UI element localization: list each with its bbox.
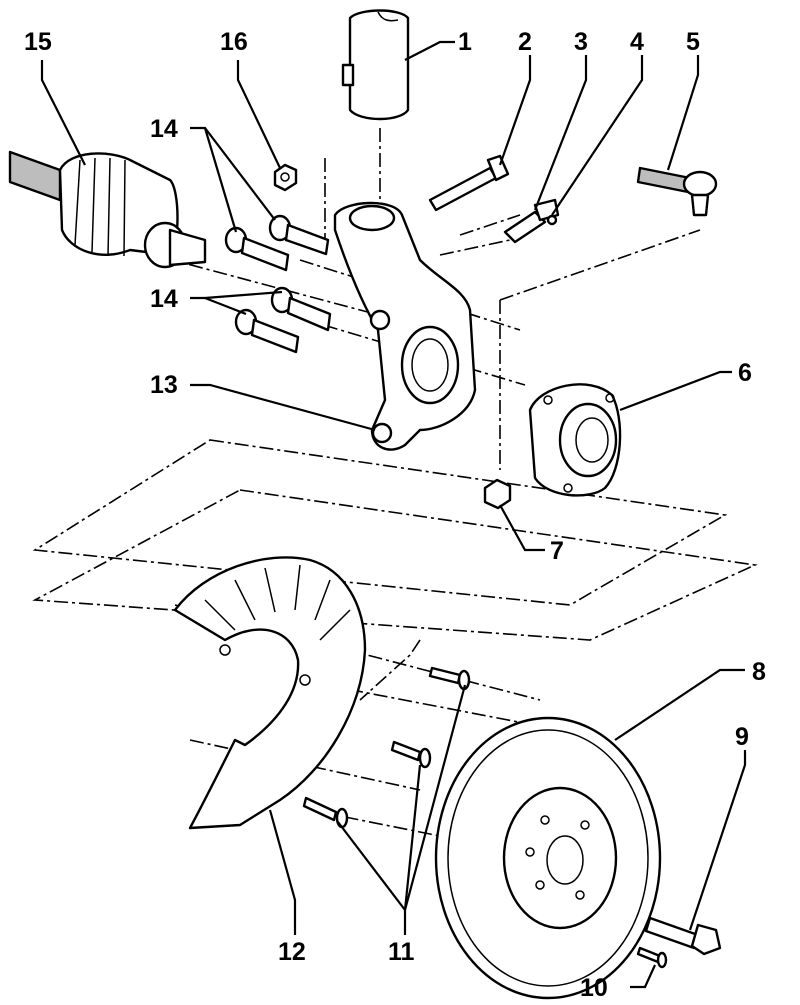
callout-15: 15 [24, 28, 52, 56]
callout-16: 16 [220, 28, 248, 56]
callout-6: 6 [738, 359, 752, 387]
callout-13: 13 [150, 371, 178, 399]
strut [341, 9, 410, 121]
callout-2: 2 [518, 28, 532, 56]
callout-8: 8 [752, 658, 766, 686]
leader-lines [40, 40, 747, 989]
callout-12: 12 [278, 938, 306, 966]
bolts-14 [224, 214, 332, 354]
callout-1: 1 [458, 28, 472, 56]
callout-9: 9 [735, 723, 749, 751]
callout-3: 3 [574, 28, 588, 56]
screws-11 [302, 666, 471, 829]
abs-sensor [503, 198, 560, 244]
wheel-hub [528, 383, 622, 497]
steering-knuckle [333, 201, 477, 451]
callout-7: 7 [550, 537, 564, 565]
drive-shaft [8, 150, 207, 269]
nut-7 [483, 478, 512, 510]
callout-14-upper: 14 [150, 115, 178, 143]
callout-4: 4 [630, 28, 644, 56]
callout-14-lower: 14 [150, 285, 178, 313]
wheel-bolt-9 [644, 916, 722, 956]
callout-labels: 1 2 3 4 5 6 7 8 9 10 11 12 13 14 14 15 1… [24, 28, 766, 1002]
callout-5: 5 [686, 28, 700, 56]
tie-rod-end [636, 166, 718, 217]
locating-screw-10 [636, 946, 668, 969]
splash-shield [173, 556, 367, 830]
callout-10: 10 [580, 974, 608, 1002]
pinch-bolt [428, 154, 510, 212]
callout-11: 11 [388, 938, 415, 966]
nut-16 [273, 163, 298, 192]
brake-disc [434, 716, 662, 1000]
